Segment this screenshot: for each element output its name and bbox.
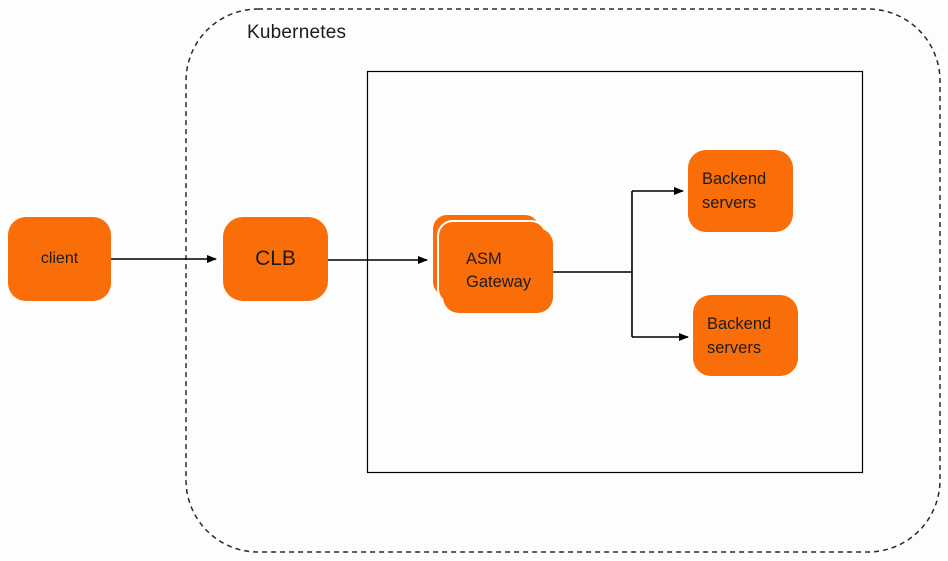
node-clb: CLB <box>223 217 328 301</box>
node-backend-servers-bottom-label: Backend servers <box>707 314 772 357</box>
kubernetes-boundary <box>185 8 941 553</box>
node-client: client <box>8 217 111 301</box>
asm-gateway-stack-front: ASM Gateway <box>443 228 553 313</box>
node-client-label: client <box>40 250 79 267</box>
node-backend-servers-top: Backend servers <box>688 150 793 232</box>
node-backend-servers-top-label: Backend servers <box>702 170 767 212</box>
node-asm-gateway-label: ASM Gateway <box>466 249 532 291</box>
kubernetes-label: Kubernetes <box>247 22 347 43</box>
node-backend-servers-bottom: Backend servers <box>693 295 798 376</box>
node-clb-label: CLB <box>255 247 296 270</box>
cluster-inner-box <box>366 70 864 474</box>
